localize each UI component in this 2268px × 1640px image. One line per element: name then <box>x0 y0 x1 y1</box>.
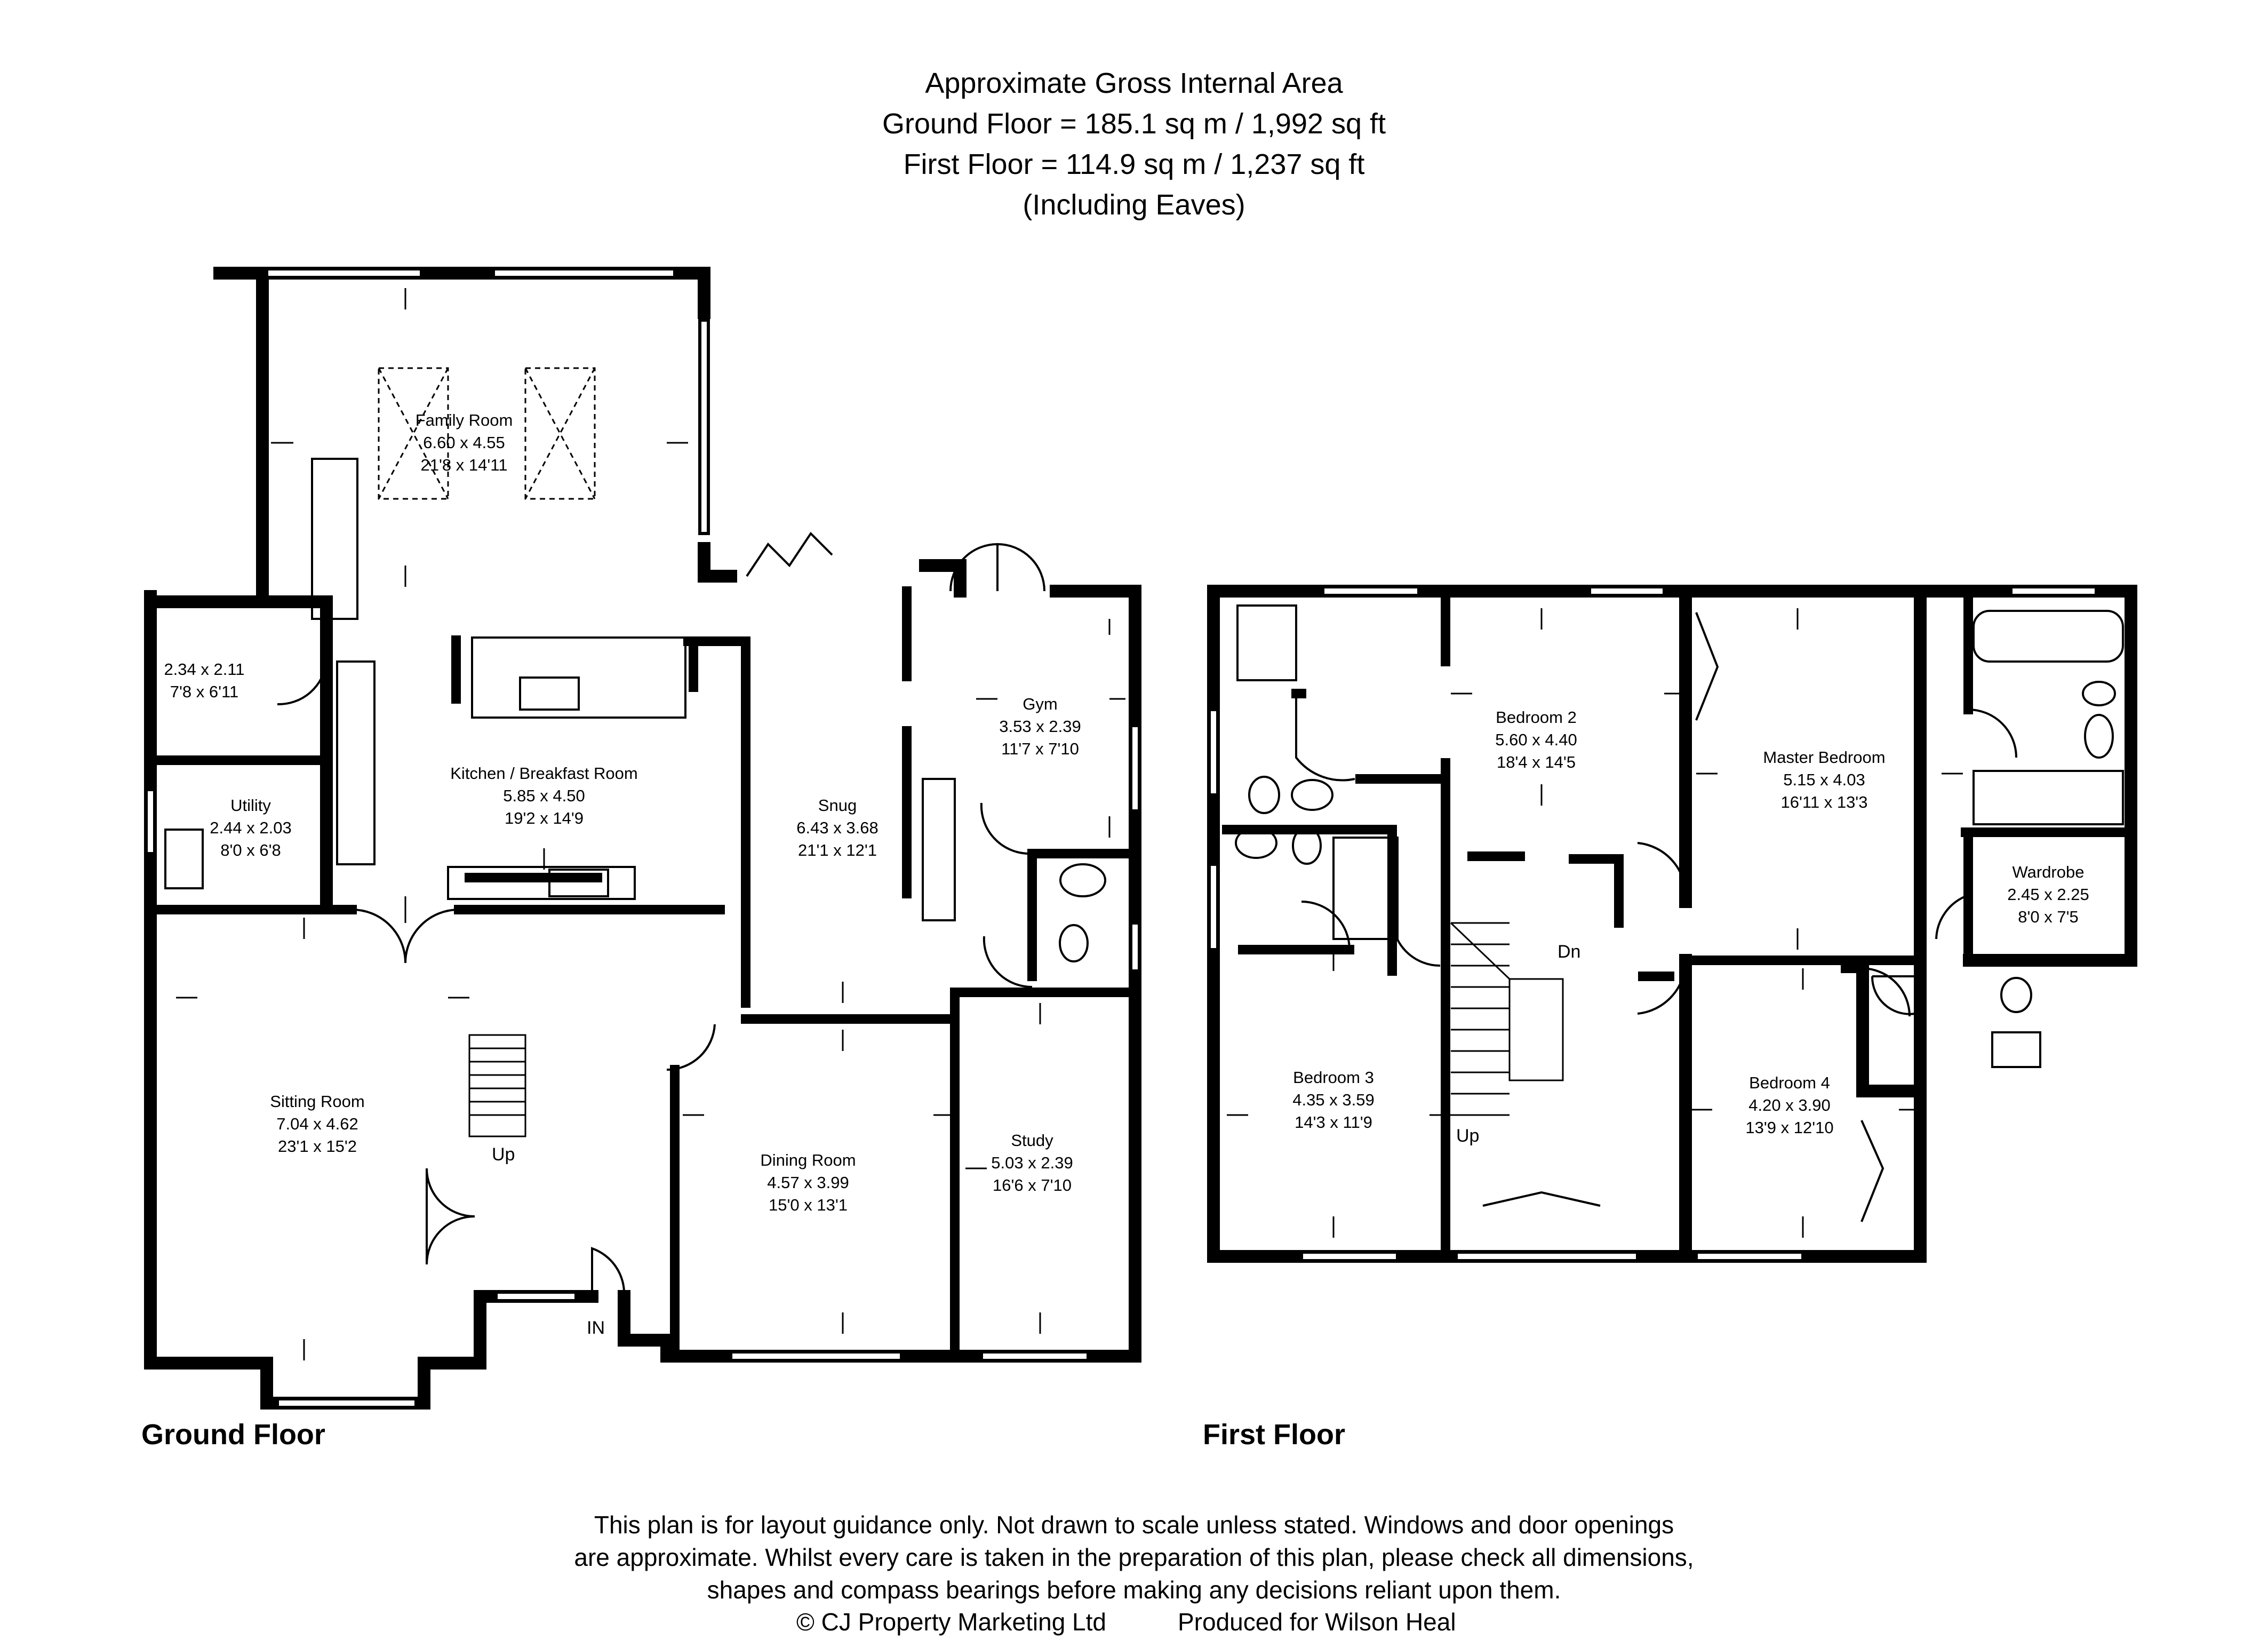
sitting-room-imperial: 23'1 x 15'2 <box>278 1137 357 1156</box>
first-floor-title: First Floor <box>1203 1419 1345 1451</box>
bedroom4-metric: 4.20 x 3.90 <box>1748 1096 1830 1114</box>
bathroom-fittings <box>1235 604 2124 1068</box>
dining-room-imperial: 15'0 x 13'1 <box>769 1196 848 1214</box>
master-bedroom-imperial: 16'11 x 13'3 <box>1781 793 1868 811</box>
disclaimer-line-1: This plan is for layout guidance only. N… <box>594 1511 1674 1539</box>
first-stairs-down-label: Dn <box>1558 942 1580 962</box>
master-bedroom-metric: 5.15 x 4.03 <box>1783 770 1865 789</box>
bedroom3-metric: 4.35 x 3.59 <box>1292 1090 1374 1109</box>
bedroom2-name: Bedroom 2 <box>1496 708 1577 727</box>
gym-metric: 3.53 x 2.39 <box>999 717 1081 736</box>
ground-floor-title: Ground Floor <box>141 1419 325 1451</box>
family-room-imperial: 21'8 x 14'11 <box>421 456 508 474</box>
kitchen-imperial: 19'2 x 14'9 <box>505 809 584 827</box>
ground-floor-area: Ground Floor = 185.1 sq m / 1,992 sq ft <box>882 108 1386 140</box>
bedroom3-name: Bedroom 3 <box>1293 1068 1374 1087</box>
study-metric: 5.03 x 2.39 <box>991 1153 1073 1172</box>
kitchen-metric: 5.85 x 4.50 <box>503 786 585 805</box>
bedroom3-imperial: 14'3 x 11'9 <box>1295 1113 1372 1132</box>
wardrobe-imperial: 8'0 x 7'5 <box>2018 907 2079 926</box>
utility-metric: 2.44 x 2.03 <box>210 818 291 837</box>
entrance-label: IN <box>587 1318 605 1338</box>
master-bedroom-name: Master Bedroom <box>1763 748 1885 767</box>
study-imperial: 16'6 x 7'10 <box>993 1176 1072 1195</box>
snug-metric: 6.43 x 3.68 <box>796 818 878 837</box>
sitting-room-name: Sitting Room <box>270 1092 364 1111</box>
dimension-ticks <box>176 288 1963 1360</box>
kitchen-fittings <box>164 458 956 921</box>
room-labels: Family Room 6.60 x 4.55 21'8 x 14'11 2.3… <box>164 411 2089 1214</box>
ground-floor-stairs <box>468 1034 526 1137</box>
family-room-name: Family Room <box>416 411 513 429</box>
first-floor-doors <box>1295 612 2017 1222</box>
first-stairs-up-label: Up <box>1456 1126 1479 1146</box>
first-floor-stairs <box>1450 922 1564 1116</box>
area-title: Approximate Gross Internal Area <box>925 67 1343 99</box>
dining-room-name: Dining Room <box>760 1151 856 1169</box>
gym-name: Gym <box>1023 695 1057 713</box>
utility-imperial: 8'0 x 6'8 <box>220 841 281 859</box>
produced-for-credit: Produced for Wilson Heal <box>1178 1608 1456 1636</box>
first-floor-area: First Floor = 114.9 sq m / 1,237 sq ft <box>903 148 1365 180</box>
bedroom4-imperial: 13'9 x 12'10 <box>1745 1118 1833 1137</box>
dining-room-metric: 4.57 x 3.99 <box>767 1173 849 1192</box>
ground-stairs-up-label: Up <box>492 1144 515 1165</box>
sitting-room-metric: 7.04 x 4.62 <box>276 1114 358 1133</box>
eaves-note: (Including Eaves) <box>1023 189 1245 221</box>
skylights <box>378 367 596 500</box>
bedroom2-imperial: 18'4 x 14'5 <box>1497 753 1576 771</box>
wardrobe-metric: 2.45 x 2.25 <box>2007 885 2089 904</box>
ground-floor-walls <box>144 267 1141 1410</box>
bedroom2-metric: 5.60 x 4.40 <box>1495 730 1577 749</box>
ground-floor-doors <box>277 531 1045 1297</box>
bedroom4-name: Bedroom 4 <box>1749 1073 1830 1092</box>
store-imperial: 7'8 x 6'11 <box>170 682 238 701</box>
family-room-metric: 6.60 x 4.55 <box>423 433 505 452</box>
copyright-credit: © CJ Property Marketing Ltd <box>796 1608 1106 1636</box>
snug-imperial: 21'1 x 12'1 <box>798 841 877 859</box>
ground-floor-windows <box>145 267 1141 1409</box>
disclaimer-line-2: are approximate. Whilst every care is ta… <box>574 1543 1694 1571</box>
utility-name: Utility <box>230 796 271 815</box>
disclaimer-line-3: shapes and compass bearings before makin… <box>707 1576 1561 1604</box>
first-floor-windows <box>1208 585 2098 1262</box>
gym-imperial: 11'7 x 7'10 <box>1001 739 1079 758</box>
kitchen-name: Kitchen / Breakfast Room <box>450 764 638 783</box>
store-metric: 2.34 x 2.11 <box>164 660 244 679</box>
ground-floor-wc <box>1059 863 1106 962</box>
study-name: Study <box>1011 1131 1053 1150</box>
first-floor-walls <box>1207 585 2137 1263</box>
snug-name: Snug <box>818 796 857 815</box>
wardrobe-name: Wardrobe <box>2013 863 2085 881</box>
